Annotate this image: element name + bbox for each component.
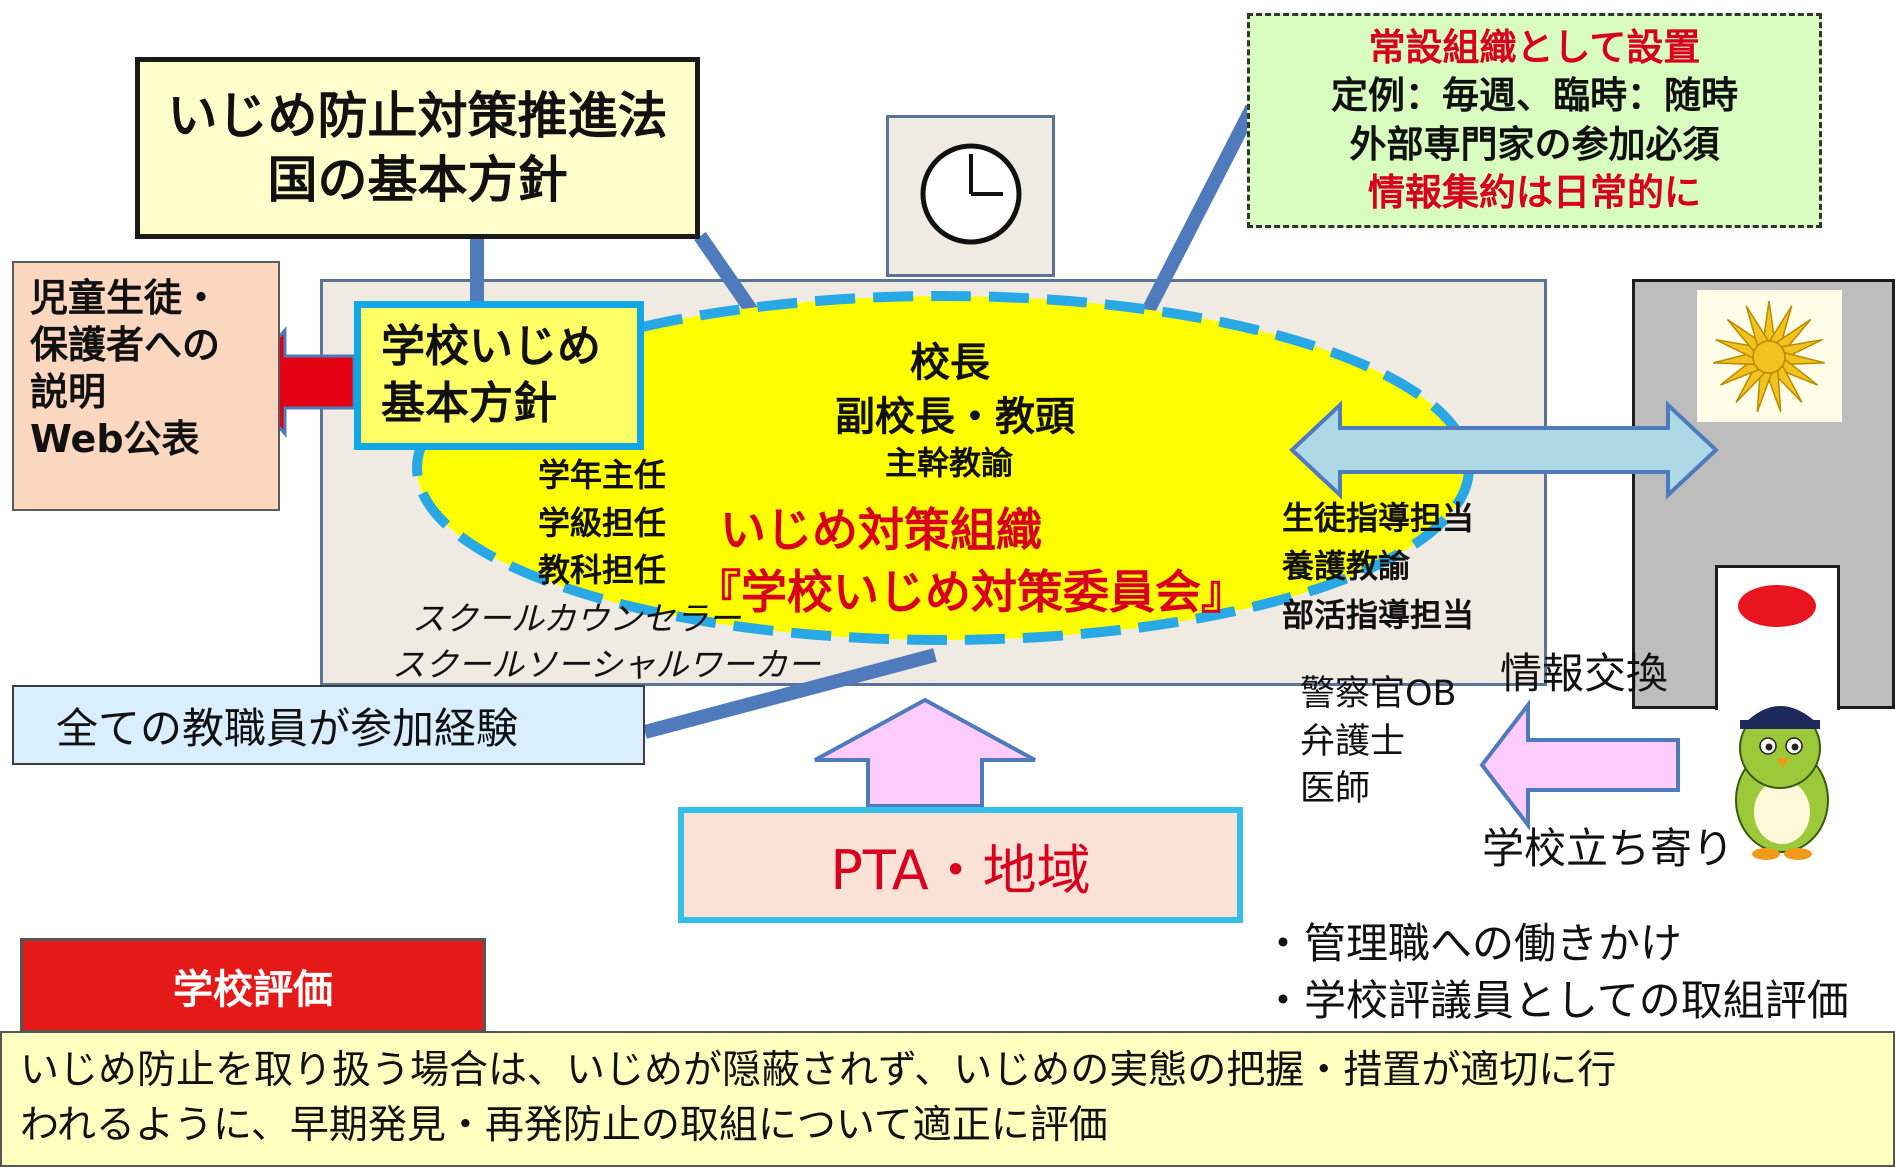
standing-line-1: 常設組織として設置 (1368, 26, 1701, 70)
evaluation-title-label: 学校評価 (173, 966, 333, 1013)
lawyer-label: 弁護士 (1300, 722, 1406, 762)
exchange-arrow (1289, 400, 1719, 500)
red-lamp (1738, 585, 1816, 627)
law-box: いじめ防止対策推進法 国の基本方針 (135, 57, 700, 239)
subject-teacher-label: 教科担任 (538, 551, 667, 589)
bullet-2: ・学校評議員としての取組評価 (1262, 976, 1849, 1025)
evaluation-title: 学校評価 (20, 938, 486, 1033)
law-line-2: 国の基本方針 (267, 151, 568, 209)
doctor-label: 医師 (1300, 769, 1371, 809)
explain-line-2: 保護者への (30, 323, 221, 368)
explain-box: 児童生徒・ 保護者への 説明 Web公表 (12, 261, 280, 511)
standing-line-4: 情報集約は日常的に (1368, 170, 1701, 214)
grade-leader-label: 学年主任 (538, 456, 667, 494)
club-advisor-label: 部活指導担当 (1282, 596, 1475, 634)
evaluation-body: いじめ防止を取り扱う場合は、いじめが隠蔽されず、いじめの実態の把握・措置が適切に… (0, 1031, 1895, 1167)
policy-line-1: 学校いじめ (381, 321, 601, 373)
bullet-1: ・管理職への働きかけ (1262, 919, 1683, 968)
evaluation-line-1: いじめ防止を取り扱う場合は、いじめが隠蔽されず、いじめの実態の把握・措置が適切に… (20, 1048, 1617, 1093)
chief-teacher-label: 主幹教諭 (885, 444, 1014, 482)
explain-line-1: 児童生徒・ (30, 276, 221, 320)
principal-label: 校長 (910, 340, 990, 386)
pta-arrow (814, 697, 1036, 808)
staff-label: 全ての教職員が参加経験 (56, 703, 519, 753)
org-committee-name: 『学校いじめ対策委員会』 (695, 565, 1247, 619)
counselor-label: スクールカウンセラー (412, 599, 742, 638)
standing-line-2: 定例：毎週、臨時：随時 (1331, 74, 1738, 118)
standing-org-box: 常設組織として設置 定例：毎週、臨時：随時 外部専門家の参加必須 情報集約は日常… (1247, 13, 1822, 228)
social-worker-label: スクールソーシャルワーカー (392, 645, 821, 684)
pta-box: PTA・地域 (678, 807, 1243, 923)
visit-arrow (1479, 699, 1680, 831)
clock-icon (920, 143, 1022, 245)
org-title: いじめ対策組織 (720, 503, 1042, 557)
vice-principal-label: 副校長・教頭 (835, 394, 1075, 440)
info-exchange-label: 情報交換 (1500, 649, 1669, 698)
staff-box: 全ての教職員が参加経験 (12, 685, 645, 765)
school-nurse-label: 養護教諭 (1282, 547, 1411, 585)
pta-label: PTA・地域 (830, 838, 1091, 902)
evaluation-line-2: われるように、早期発見・再発防止の取組について適正に評価 (20, 1103, 1108, 1149)
school-policy-box: 学校いじめ 基本方針 (354, 301, 644, 450)
class-teacher-label: 学級担任 (538, 504, 667, 542)
student-guidance-label: 生徒指導担当 (1282, 499, 1475, 537)
connector-staff-committee (643, 648, 937, 739)
school-visit-label: 学校立ち寄り (1482, 824, 1735, 873)
explain-line-3: 説明 (30, 370, 107, 415)
police-ob-label: 警察官OB (1300, 674, 1457, 714)
policy-line-2: 基本方針 (381, 377, 557, 429)
law-line-1: いじめ防止対策推進法 (167, 87, 668, 145)
police-emblem-icon (1713, 300, 1825, 413)
police-mascot-icon (1735, 706, 1829, 860)
standing-line-3: 外部専門家の参加必須 (1349, 122, 1720, 166)
explain-line-4: Web公表 (30, 417, 200, 462)
